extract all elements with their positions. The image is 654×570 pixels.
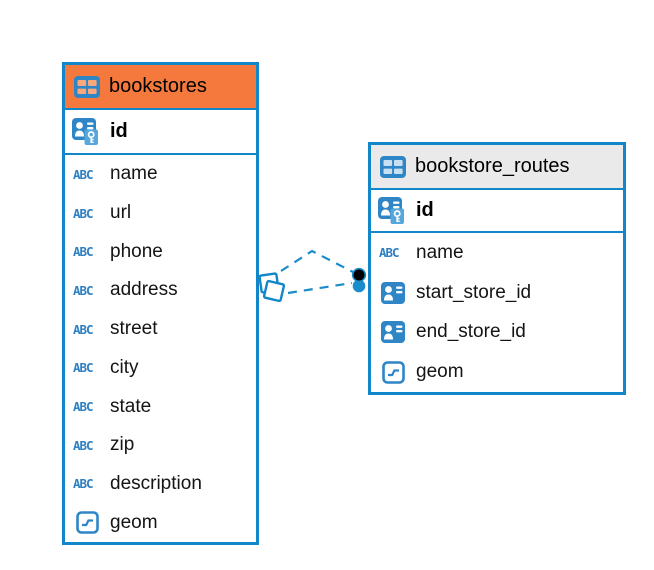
table-header[interactable]: bookstore_routes	[371, 145, 623, 190]
svg-text:ABC: ABC	[73, 206, 93, 221]
column-label: geom	[416, 361, 464, 383]
text-type-icon: ABC	[72, 322, 102, 337]
table-icon	[380, 155, 406, 178]
column-row[interactable]: ABC url	[65, 193, 256, 233]
text-type-icon: ABC	[72, 244, 102, 259]
column-row[interactable]: ABC phone	[65, 232, 256, 272]
svg-text:ABC: ABC	[379, 245, 399, 260]
relationship-endpoint-dot[interactable]	[352, 279, 366, 293]
column-row[interactable]: geom	[371, 352, 623, 392]
primary-key-icon	[72, 117, 102, 147]
text-type-icon: ABC	[72, 399, 102, 414]
geometry-type-icon	[72, 511, 102, 534]
svg-text:ABC: ABC	[73, 283, 93, 298]
column-label: end_store_id	[416, 321, 526, 343]
column-row[interactable]: ABC street	[65, 309, 256, 349]
text-type-icon: ABC	[72, 438, 102, 453]
column-row[interactable]: ABC state	[65, 387, 256, 426]
table-header[interactable]: bookstores	[65, 65, 256, 110]
foreign-key-icon	[378, 281, 408, 304]
text-type-icon: ABC	[72, 167, 102, 182]
column-label: url	[110, 202, 132, 224]
column-row[interactable]: ABC city	[65, 348, 256, 388]
column-row-pk[interactable]: id	[65, 110, 256, 155]
column-row[interactable]: ABC name	[371, 233, 623, 273]
svg-text:ABC: ABC	[73, 322, 93, 337]
svg-text:ABC: ABC	[73, 360, 93, 375]
column-label: id	[416, 199, 434, 221]
column-row-pk[interactable]: id	[371, 190, 623, 233]
svg-text:ABC: ABC	[73, 438, 93, 453]
column-row[interactable]: ABC name	[65, 155, 256, 194]
geometry-type-icon	[378, 360, 408, 384]
svg-text:ABC: ABC	[73, 167, 93, 182]
text-type-icon: ABC	[72, 360, 102, 375]
column-row[interactable]: end_store_id	[371, 312, 623, 353]
column-row[interactable]: geom	[65, 503, 256, 543]
column-label: state	[110, 395, 152, 417]
column-label: street	[110, 318, 158, 340]
table-icon	[74, 75, 100, 98]
column-row[interactable]: ABC description	[65, 464, 256, 504]
foreign-key-icon	[378, 321, 408, 344]
relationship-line[interactable]	[280, 249, 356, 274]
table-title: bookstore_routes	[415, 155, 570, 177]
text-type-icon: ABC	[72, 283, 102, 298]
relationship-line[interactable]	[287, 281, 353, 295]
text-type-icon: ABC	[72, 206, 102, 221]
column-label: name	[416, 241, 464, 263]
column-row[interactable]: start_store_id	[371, 272, 623, 313]
column-row[interactable]: ABC address	[65, 271, 256, 310]
relationship-many-end-icon[interactable]	[258, 272, 286, 303]
column-label: address	[110, 279, 178, 301]
column-label: geom	[110, 511, 158, 533]
column-row[interactable]: ABC zip	[65, 425, 256, 465]
column-label: id	[110, 120, 128, 142]
column-label: name	[110, 163, 158, 185]
column-label: start_store_id	[416, 281, 532, 303]
svg-text:ABC: ABC	[73, 476, 93, 491]
svg-text:ABC: ABC	[73, 399, 93, 414]
table-title: bookstores	[109, 75, 207, 97]
primary-key-icon	[378, 196, 408, 226]
svg-text:ABC: ABC	[73, 244, 93, 259]
text-type-icon: ABC	[378, 245, 408, 260]
text-type-icon: ABC	[72, 476, 102, 491]
relationship-endpoint-dot-selected[interactable]	[351, 267, 367, 283]
column-label: description	[110, 472, 202, 494]
column-label: zip	[110, 434, 135, 456]
column-label: city	[110, 356, 139, 378]
column-label: phone	[110, 240, 163, 262]
